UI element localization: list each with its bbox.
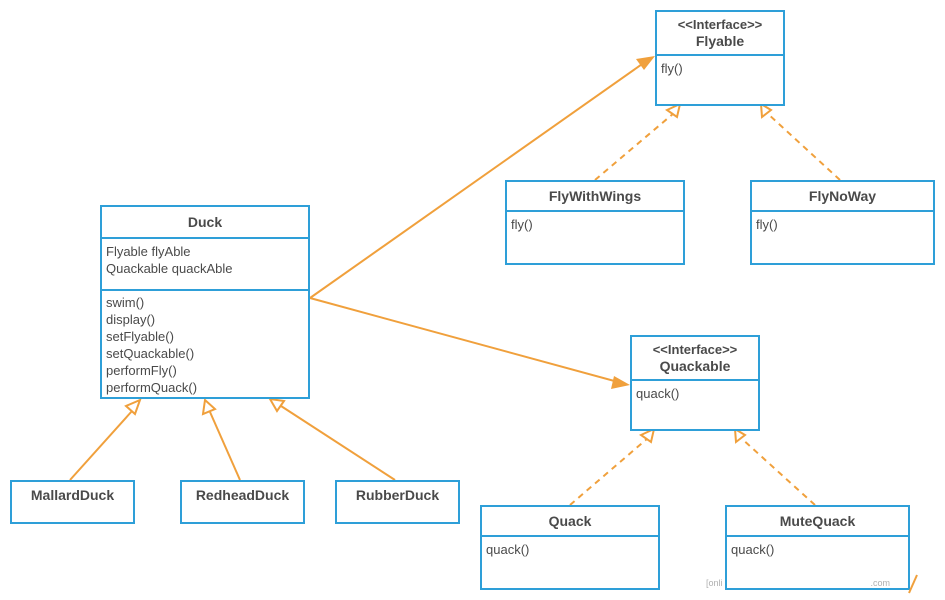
method: setQuackable() (106, 346, 195, 361)
methods-section: fly() (657, 56, 783, 77)
class-name: Quack (548, 512, 592, 529)
methods-section: fly() (752, 212, 933, 233)
class-header: RedheadDuck (182, 482, 303, 522)
class-duck[interactable]: Duck Flyable flyAble Quackable quackAble… (100, 205, 310, 399)
class-header: Quack (482, 507, 658, 537)
class-name: Flyable (695, 33, 745, 49)
methods-section: swim() display() setFlyable() setQuackab… (102, 291, 308, 396)
class-name: FlyNoWay (808, 187, 877, 204)
method: fly() (511, 217, 533, 232)
generalization-rubberduck-duck (280, 405, 396, 481)
class-quackable[interactable]: <<Interface>> Quackable quack() (630, 335, 760, 431)
class-header: FlyWithWings (507, 182, 683, 212)
generalization-head-rubberduck (268, 397, 286, 413)
generalization-head-redheadduck (201, 398, 217, 416)
watermark-logo-icon (908, 574, 918, 594)
class-name: RedheadDuck (195, 487, 290, 503)
generalization-mallardduck-duck (69, 410, 133, 481)
class-flynoway[interactable]: FlyNoWay fly() (750, 180, 935, 265)
method: fly() (756, 217, 778, 232)
methods-section: quack() (482, 537, 658, 558)
watermark-left-text: [onli (706, 578, 723, 588)
class-header: Duck (102, 207, 308, 239)
method: quack() (731, 542, 775, 557)
realization-head-mutequack (733, 427, 747, 444)
class-name: Quackable (659, 358, 731, 374)
class-name: MallardDuck (30, 487, 115, 503)
realization-head-quack (639, 427, 656, 444)
association-arrowhead-flyable (636, 56, 655, 70)
attributes-section: Flyable flyAble Quackable quackAble (102, 239, 308, 291)
realization-flynoway-flyable (766, 112, 841, 181)
watermark: [onli .com (706, 574, 918, 594)
method: swim() (106, 295, 145, 310)
method: quack() (636, 386, 680, 401)
class-header: MallardDuck (12, 482, 133, 522)
attribute: Quackable quackAble (106, 261, 233, 276)
association-duck-quackable (309, 297, 619, 383)
stereotype-label: <<Interface>> (652, 342, 738, 357)
method: fly() (661, 61, 683, 76)
class-name: MuteQuack (779, 512, 856, 529)
method: quack() (486, 542, 530, 557)
class-header: <<Interface>> Quackable (632, 337, 758, 381)
class-mallardduck[interactable]: MallardDuck (10, 480, 135, 524)
realization-head-flywithwings (665, 102, 682, 119)
method: performFly() (106, 363, 177, 378)
class-name: FlyWithWings (548, 187, 642, 204)
class-rubberduck[interactable]: RubberDuck (335, 480, 460, 524)
realization-flywithwings-flyable (594, 112, 675, 181)
watermark-right-text: .com (870, 578, 891, 588)
stereotype-label: <<Interface>> (677, 17, 763, 32)
class-quack[interactable]: Quack quack() (480, 505, 660, 590)
methods-section: quack() (727, 537, 908, 558)
attribute: Flyable flyAble (106, 244, 191, 259)
class-name: Duck (187, 213, 223, 230)
class-header: <<Interface>> Flyable (657, 12, 783, 56)
methods-section: quack() (632, 381, 758, 402)
association-duck-flyable (309, 61, 646, 299)
methods-section: fly() (507, 212, 683, 233)
generalization-head-mallardduck (124, 398, 142, 416)
class-flywithwings[interactable]: FlyWithWings fly() (505, 180, 685, 265)
class-redheadduck[interactable]: RedheadDuck (180, 480, 305, 524)
realization-head-flynoway (759, 102, 773, 119)
class-mutequack[interactable]: MuteQuack quack() (725, 505, 910, 590)
realization-mutequack-quackable (740, 437, 816, 506)
class-header: MuteQuack (727, 507, 908, 537)
method: performQuack() (106, 380, 198, 395)
association-arrowhead-quackable (611, 376, 630, 389)
class-name: RubberDuck (355, 487, 440, 503)
generalization-redheadduck-duck (209, 411, 241, 481)
realization-quack-quackable (569, 437, 649, 506)
class-flyable[interactable]: <<Interface>> Flyable fly() (655, 10, 785, 106)
method: display() (106, 312, 156, 327)
class-header: FlyNoWay (752, 182, 933, 212)
method: setFlyable() (106, 329, 174, 344)
class-header: RubberDuck (337, 482, 458, 522)
